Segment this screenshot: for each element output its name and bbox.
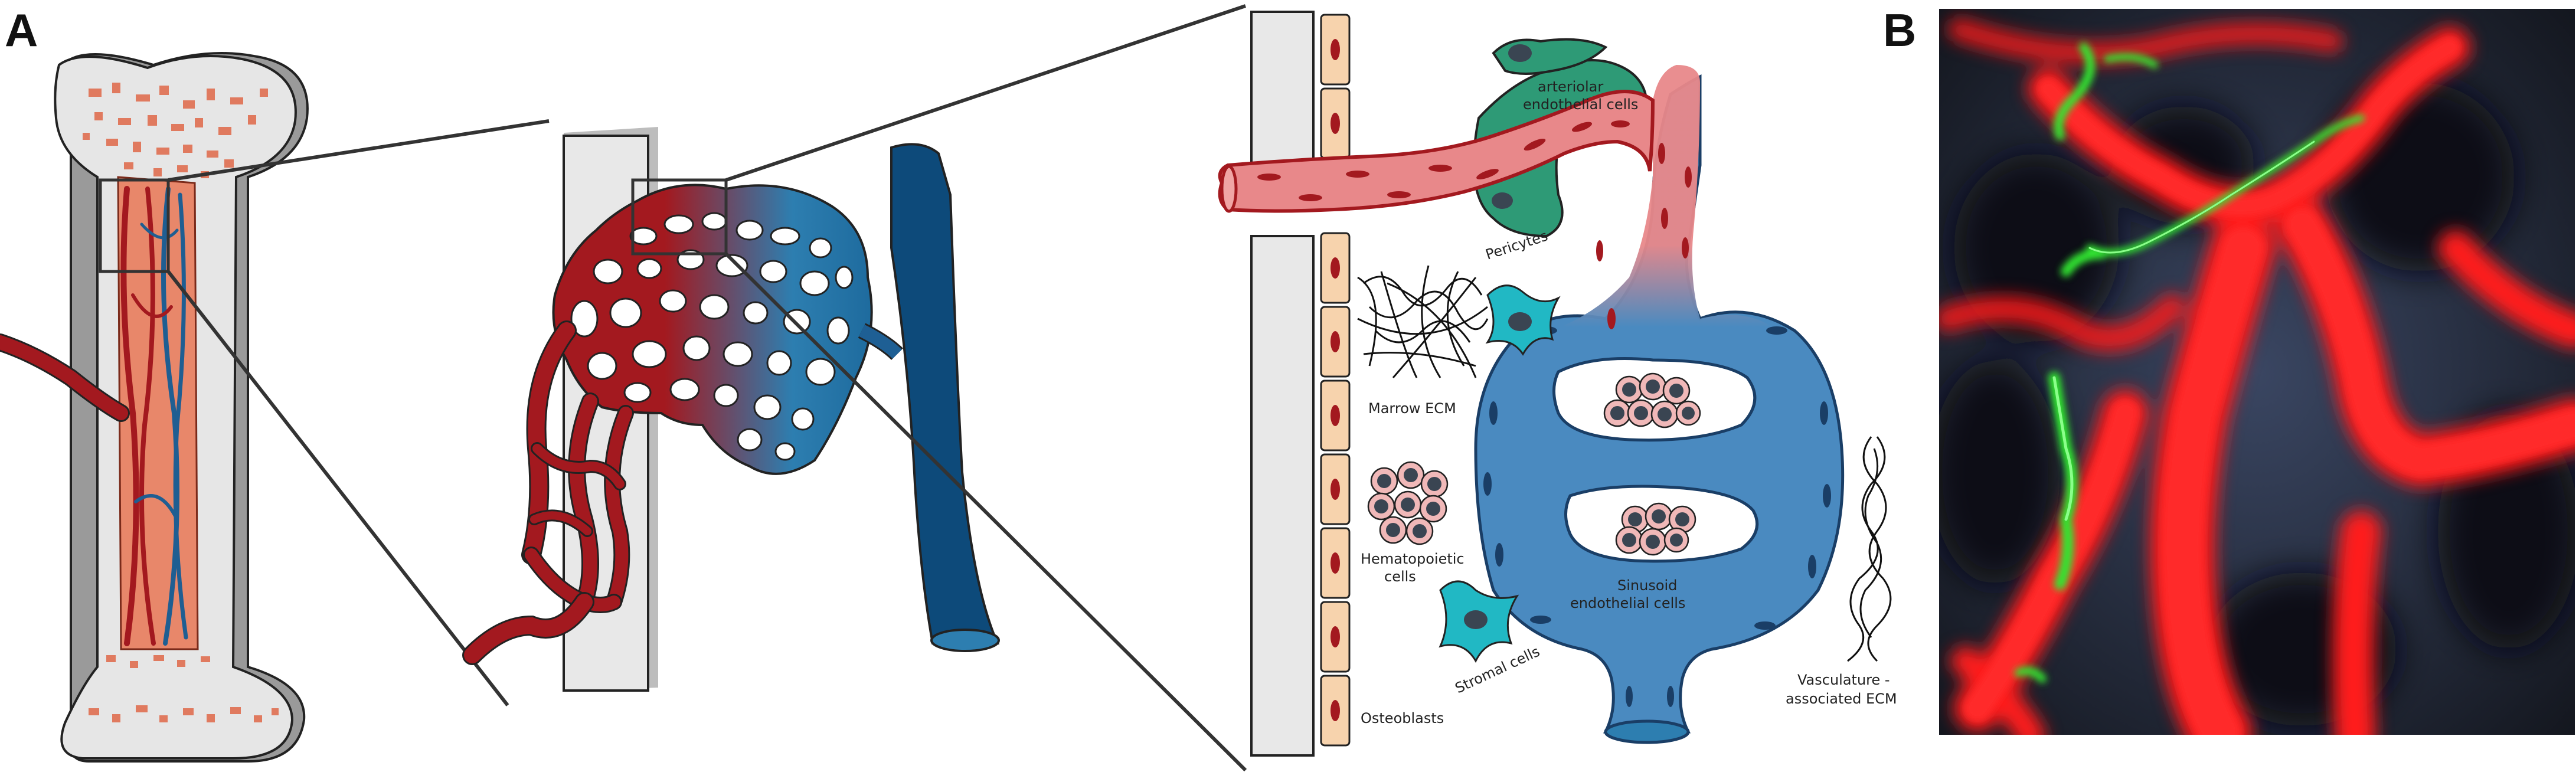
label-arteriolar-2: endothelial cells: [1523, 96, 1638, 113]
label-vasculature-ecm-2: associated ECM: [1786, 691, 1897, 707]
label-hematopoietic-2: cells: [1384, 568, 1416, 585]
panel-label-a: A: [5, 4, 38, 56]
label-sinusoid-1: Sinusoid: [1617, 577, 1677, 594]
label-vasculature-ecm-1: Vasculature -: [1797, 672, 1890, 688]
label-stromal: Stromal cells: [1453, 643, 1542, 697]
panel-label-b: B: [1883, 4, 1916, 56]
microscopy-image: [1939, 9, 2575, 735]
marrow-ecm-fibers: [1357, 265, 1489, 378]
zoom-line: [724, 252, 1247, 772]
label-sinusoid-2: endothelial cells: [1570, 595, 1685, 611]
zoom-line: [166, 270, 509, 706]
label-marrow-ecm: Marrow ECM: [1368, 400, 1456, 417]
vasculature-ecm-fiber: [1847, 436, 1892, 662]
zoom-line: [725, 4, 1246, 182]
vascular-network-illustration: [462, 127, 1000, 692]
label-hematopoietic-1: Hematopoietic: [1361, 551, 1464, 567]
niche-illustration: arteriolar endothelial cells Pericytes M…: [1218, 11, 1897, 757]
hematopoietic-cell-cluster: [1603, 372, 1701, 556]
bone-illustration: [0, 52, 309, 763]
label-arteriolar-1: arteriolar: [1538, 78, 1603, 95]
zoom-line: [168, 119, 550, 182]
label-osteoblasts: Osteoblasts: [1361, 710, 1444, 727]
